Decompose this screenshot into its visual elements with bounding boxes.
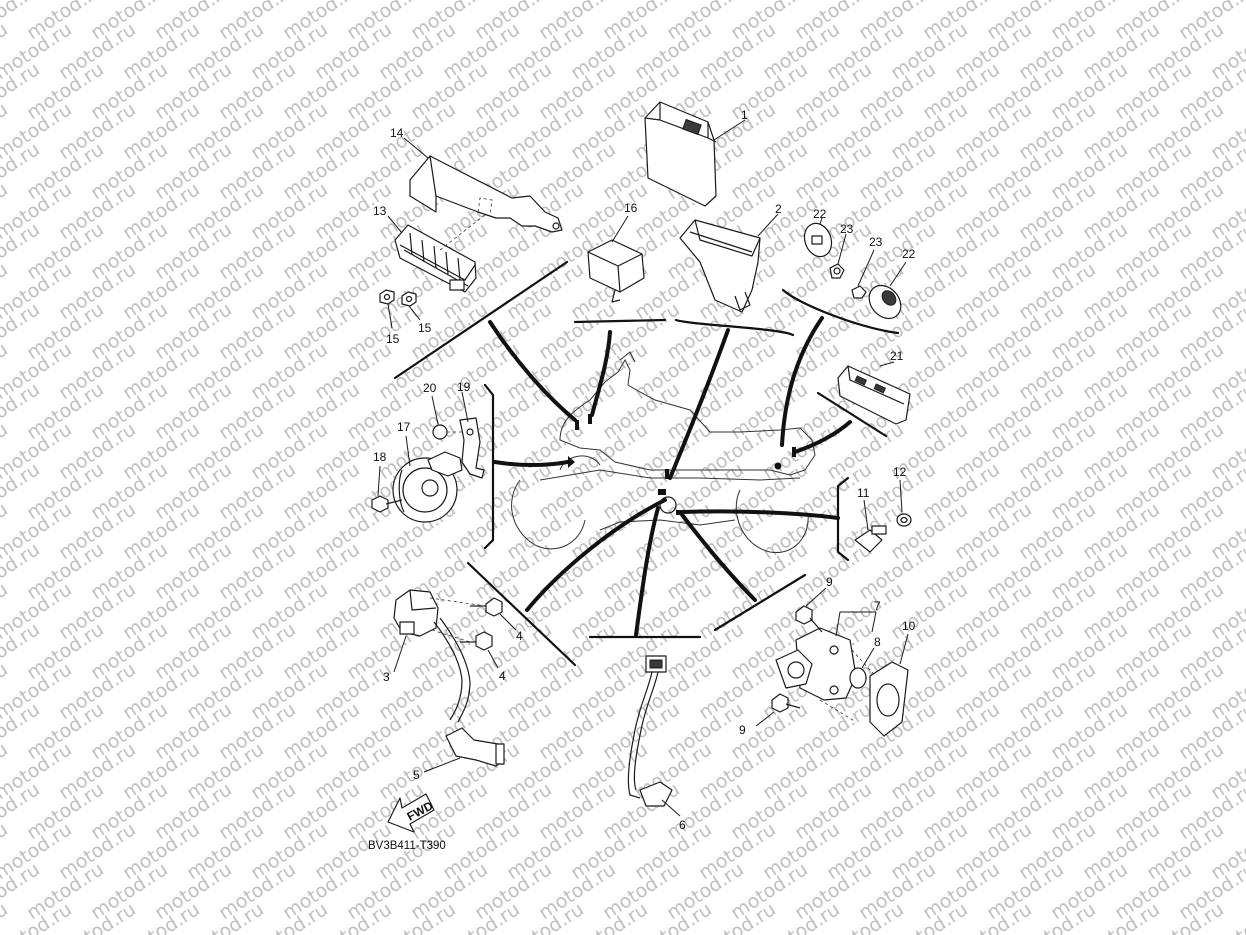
callout-labels: 1 2 3 4 4 5 6 7 8 9 9 10 11 12 13 14 15 … xyxy=(373,108,916,832)
callout-12: 12 xyxy=(893,465,907,479)
part-2-ecu-holder xyxy=(679,213,779,313)
part-6-o2-sensor xyxy=(627,655,681,817)
part-18-bolt xyxy=(371,465,403,513)
panel-brackets xyxy=(393,260,900,667)
part-4-bolts xyxy=(460,597,517,669)
callout-17: 17 xyxy=(397,420,411,434)
callout-21: 21 xyxy=(890,349,904,363)
callout-19: 19 xyxy=(457,380,471,394)
callout-14: 14 xyxy=(390,126,404,140)
callout-4b: 4 xyxy=(499,669,506,683)
fwd-arrow-icon: FWD xyxy=(387,793,436,833)
part-10-gasket xyxy=(869,633,909,737)
callout-23a: 23 xyxy=(840,222,854,236)
part-19-bracket xyxy=(459,391,485,479)
harness-leads xyxy=(488,316,852,637)
callout-20: 20 xyxy=(423,381,437,395)
part-17-horn xyxy=(392,435,463,523)
motorcycle-outline xyxy=(511,351,816,553)
part-5-plug-cap xyxy=(423,727,505,773)
part-9-screws xyxy=(755,587,827,727)
callout-16: 16 xyxy=(624,201,638,215)
part-1-ecu xyxy=(644,101,746,207)
part-3-ignition-coil xyxy=(393,589,487,723)
callout-23b: 23 xyxy=(869,235,883,249)
callout-6: 6 xyxy=(679,818,686,832)
callout-5: 5 xyxy=(413,768,420,782)
callout-9a: 9 xyxy=(826,575,833,589)
part-15-nuts xyxy=(379,289,421,329)
part-13-rectifier xyxy=(387,213,487,293)
part-8-o-ring xyxy=(849,647,875,689)
fwd-label: FWD xyxy=(405,798,436,823)
part-14-bracket xyxy=(403,137,563,233)
callout-9b: 9 xyxy=(739,723,746,737)
callout-8: 8 xyxy=(874,635,881,649)
callout-4a: 4 xyxy=(516,629,523,643)
part-11-sensor xyxy=(854,499,887,553)
callout-18: 18 xyxy=(373,450,387,464)
callout-1: 1 xyxy=(741,108,748,122)
callout-15a: 15 xyxy=(386,332,400,346)
watermark-text: motod.ru xyxy=(0,898,12,935)
callout-2: 2 xyxy=(775,202,782,216)
callout-22a: 22 xyxy=(813,207,827,221)
callout-11: 11 xyxy=(857,486,870,500)
callout-7: 7 xyxy=(874,599,881,613)
callout-10: 10 xyxy=(902,619,916,633)
callout-22b: 22 xyxy=(902,247,916,261)
diagram-code: BV3B411-T390 xyxy=(368,840,446,852)
part-7-actuator xyxy=(775,611,889,723)
part-22-23-covers xyxy=(803,217,907,320)
part-12-washer xyxy=(896,479,912,527)
callout-13: 13 xyxy=(373,204,387,218)
part-21-tail-unit xyxy=(837,361,911,425)
part-20-nut xyxy=(431,395,465,440)
part-16-relay xyxy=(587,215,645,303)
callout-15b: 15 xyxy=(418,321,432,335)
callout-3: 3 xyxy=(383,670,390,684)
